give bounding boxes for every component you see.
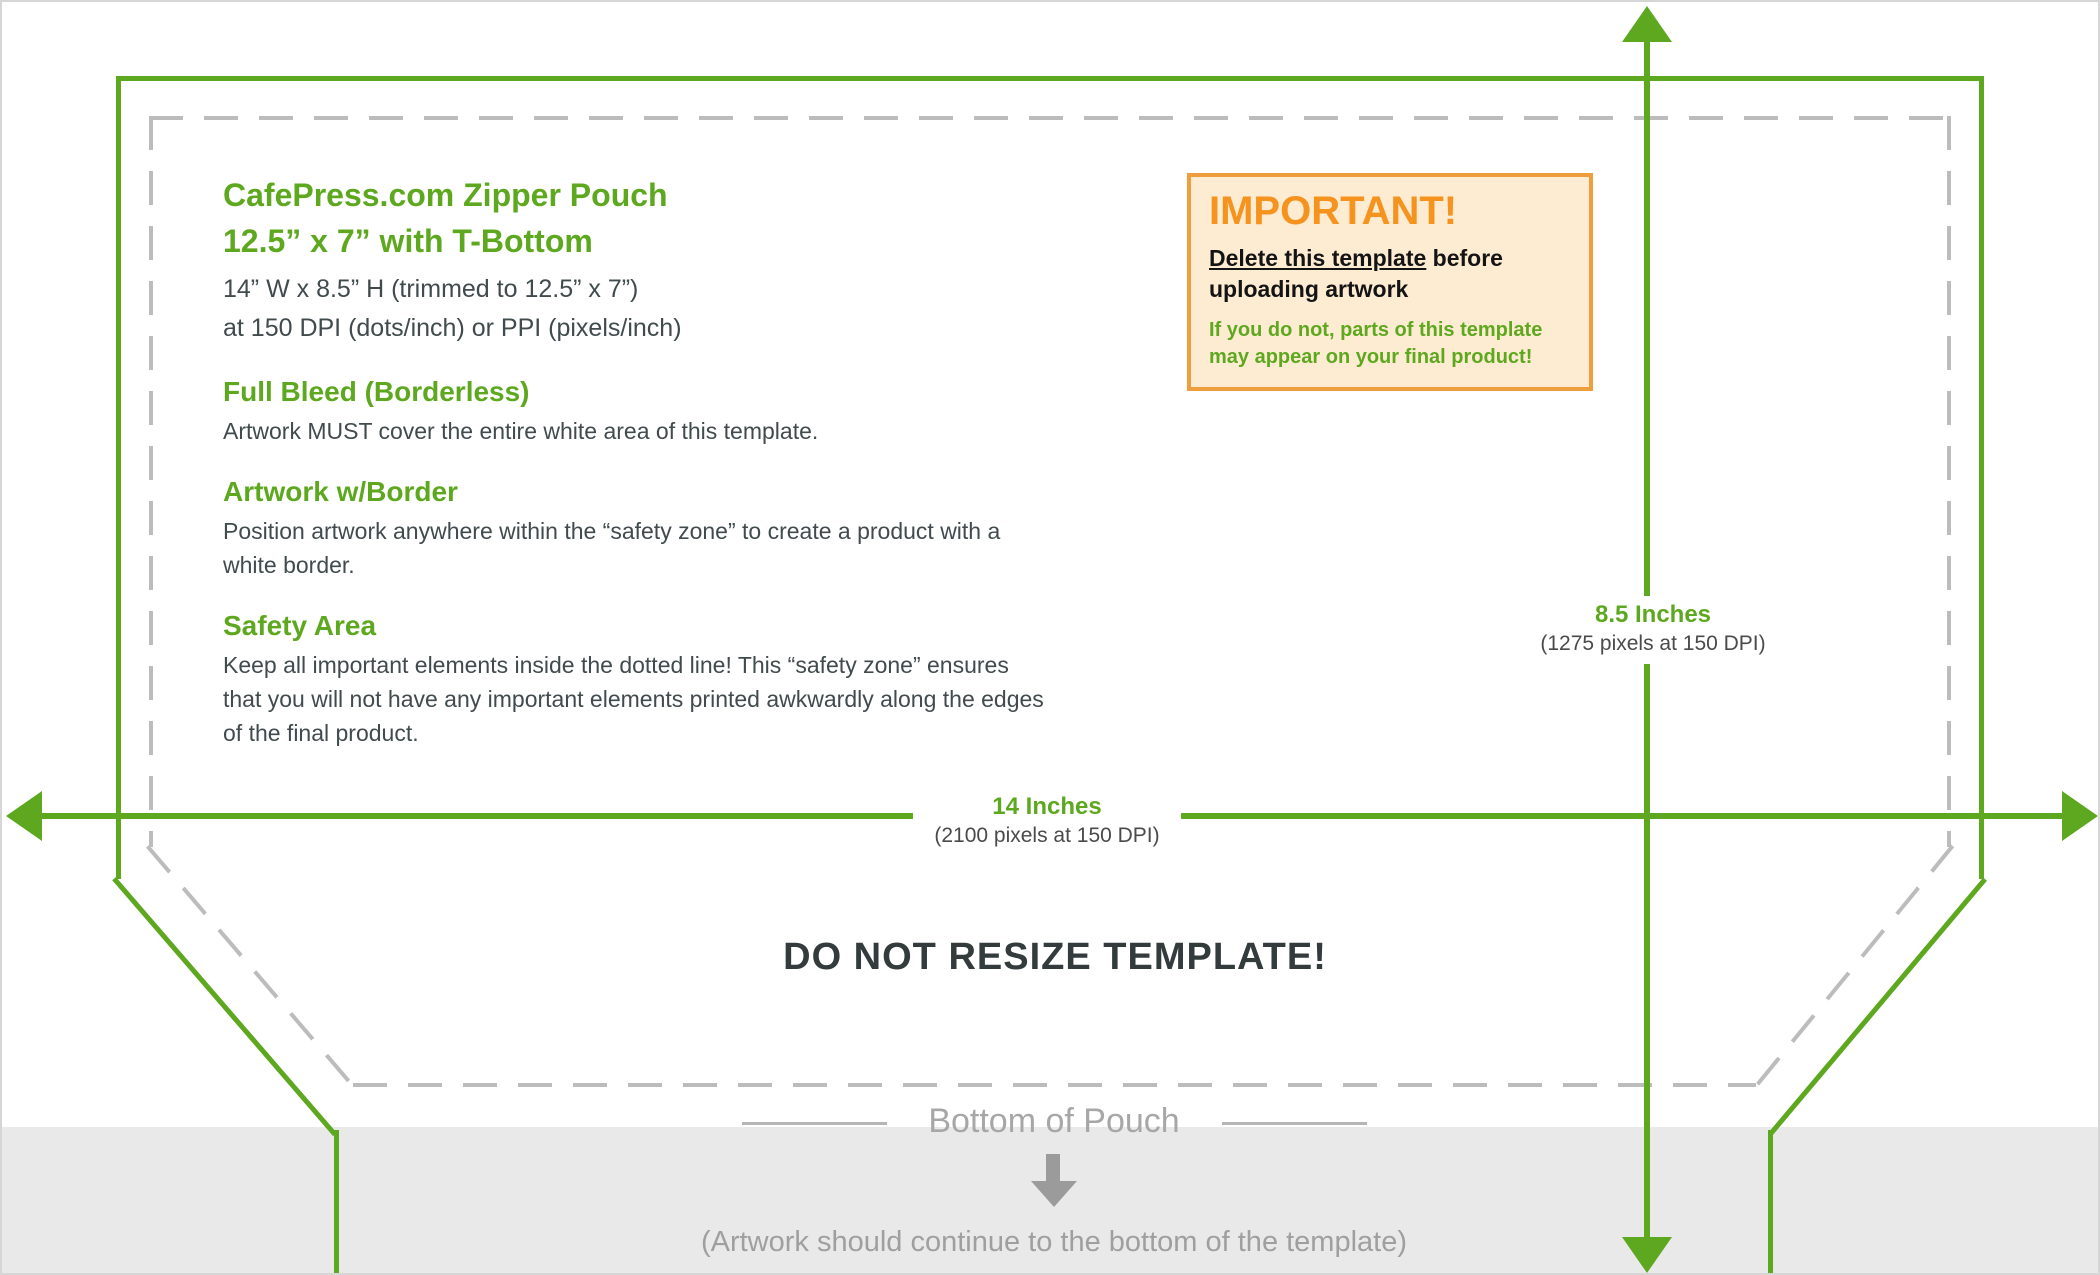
template-title-line1: CafePress.com Zipper Pouch (223, 177, 668, 213)
section-heading-artwork-border: Artwork w/Border (223, 476, 458, 507)
width-sublabel: (2100 pixels at 150 DPI) (934, 824, 1160, 847)
important-title: IMPORTANT! (1209, 189, 1458, 233)
down-arrow-icon (1031, 1181, 1077, 1207)
important-box: IMPORTANT! Delete this template before u… (1187, 173, 1593, 391)
template-info-block: CafePress.com Zipper Pouch 12.5” x 7” wi… (223, 172, 1053, 750)
width-arrow-head-left-icon (6, 791, 42, 841)
safety-zone-right-dashed-line (1947, 116, 1951, 847)
height-label: 8.5 Inches (1594, 601, 1712, 628)
trim-line-outline (116, 76, 1984, 879)
template-title-line2: 12.5” x 7” with T-Bottom (223, 223, 593, 259)
important-delete-rest: before uploading artwork (1209, 245, 1503, 302)
safety-zone-bottom-dashed-line (353, 1083, 1756, 1087)
important-delete-instruction: Delete this template before uploading ar… (1209, 243, 1571, 305)
template-subtitle-line1: 14” W x 8.5” H (trimmed to 12.5” x 7”) (223, 275, 639, 303)
safety-zone-top-dashed-line (149, 116, 1951, 120)
section-body-artwork-border: Position artwork anywhere within the “sa… (223, 518, 1001, 578)
bottom-divider-right (1222, 1122, 1367, 1125)
down-arrow-shaft (1046, 1154, 1060, 1182)
height-sublabel: (1275 pixels at 150 DPI) (1540, 632, 1766, 655)
important-delete-underlined: Delete this template (1209, 245, 1427, 271)
artwork-continue-caption: (Artwork should continue to the bottom o… (700, 1226, 1408, 1258)
safety-zone-left-dashed-line (149, 116, 153, 847)
section-body-safety-area: Keep all important elements inside the d… (223, 652, 1044, 746)
do-not-resize-warning: DO NOT RESIZE TEMPLATE! (783, 936, 1327, 978)
trim-line-left-diagonal (112, 877, 337, 1137)
template-subtitle-line2: at 150 DPI (dots/inch) or PPI (pixels/in… (223, 314, 682, 342)
height-arrow-head-top-icon (1622, 6, 1672, 42)
trim-line-left-gusset (334, 1130, 339, 1273)
height-dimension-label: 8.5 Inches (1275 pixels at 150 DPI) (1513, 596, 1793, 664)
safety-zone-right-diagonal-dashed-line (1756, 844, 1955, 1086)
height-arrow-head-bottom-icon (1622, 1237, 1672, 1273)
width-dimension-label: 14 Inches (2100 pixels at 150 DPI) (913, 792, 1181, 850)
important-warning: If you do not, parts of this template ma… (1209, 319, 1543, 368)
bottom-of-pouch-label: Bottom of Pouch (928, 1102, 1180, 1140)
section-body-full-bleed: Artwork MUST cover the entire white area… (223, 418, 819, 444)
bottom-divider-left (742, 1122, 887, 1125)
section-heading-safety-area: Safety Area (223, 610, 377, 641)
width-arrow-line-right (1181, 813, 2074, 819)
section-heading-full-bleed: Full Bleed (Borderless) (223, 376, 530, 407)
width-label: 14 Inches (992, 793, 1102, 820)
trim-line-right-diagonal (1768, 877, 1987, 1137)
width-arrow-head-right-icon (2062, 791, 2098, 841)
safety-zone-left-diagonal-dashed-line (145, 845, 353, 1086)
width-arrow-line-left (30, 813, 913, 819)
trim-line-right-gusset (1768, 1130, 1773, 1273)
